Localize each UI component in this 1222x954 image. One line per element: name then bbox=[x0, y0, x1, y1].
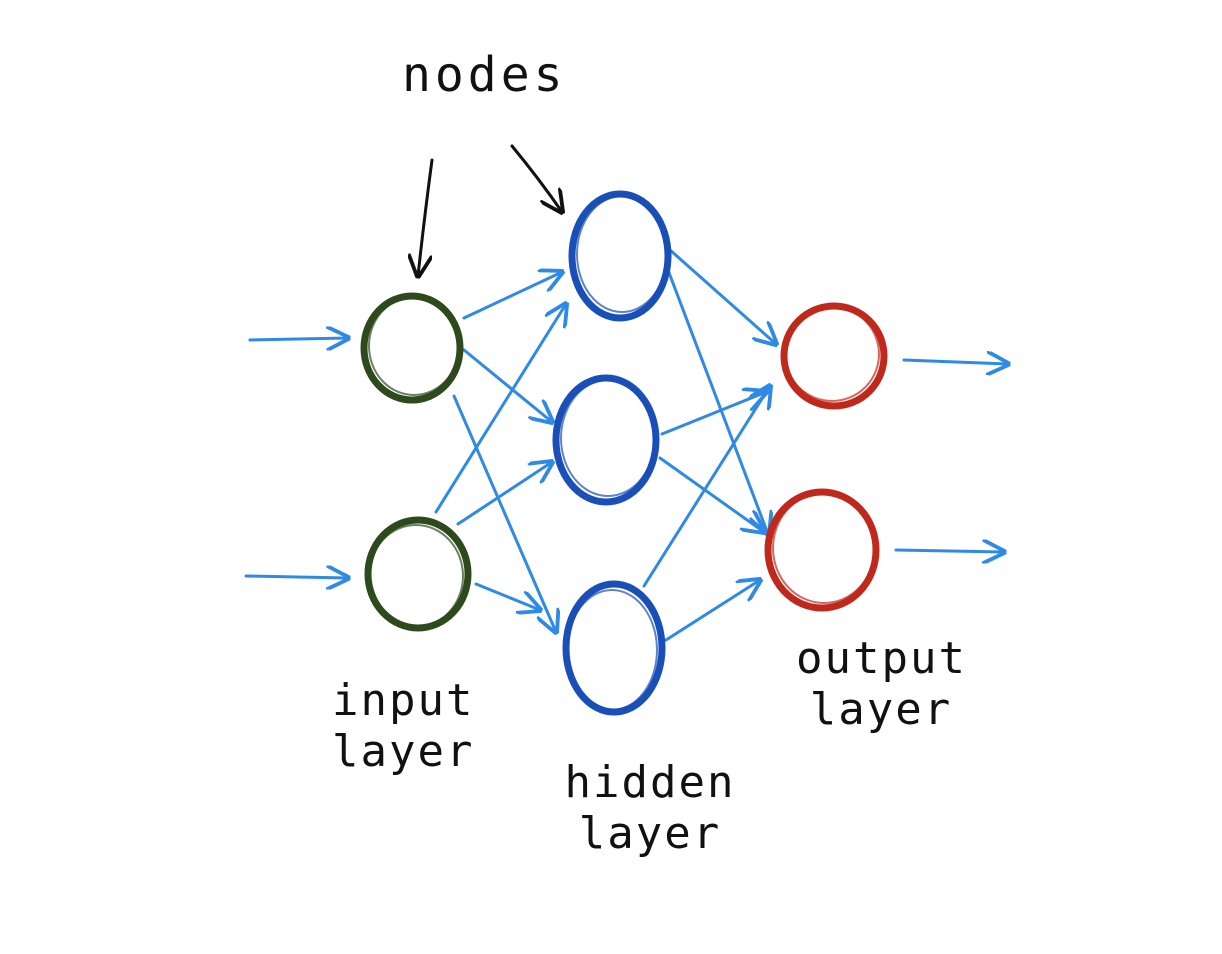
hidden-layer-nodes bbox=[552, 190, 672, 716]
edge-h3-o1 bbox=[642, 386, 770, 588]
output-layer-label-line2: layer bbox=[809, 683, 953, 735]
edge-h1-o1 bbox=[668, 248, 776, 344]
output-layer-label-line1: output bbox=[796, 633, 967, 684]
output-arrow-2 bbox=[894, 550, 1004, 552]
pointer-to-input-node bbox=[418, 158, 434, 276]
edge-h3-o2 bbox=[664, 580, 760, 642]
hidden-layer-label: hidden layer bbox=[560, 757, 740, 859]
edge-i1-h1 bbox=[462, 272, 562, 320]
output-layer-nodes bbox=[764, 302, 888, 612]
edge-i2-h1 bbox=[434, 304, 566, 514]
nodes-annotation: nodes bbox=[402, 47, 567, 103]
input-layer-label: input layer bbox=[332, 675, 475, 777]
edge-h2-o1 bbox=[660, 392, 766, 436]
hidden-layer-label-line1: hidden bbox=[564, 757, 736, 808]
nodes-pointer-arrows bbox=[418, 144, 562, 276]
output-node-1 bbox=[780, 302, 888, 410]
hidden-node-2 bbox=[552, 374, 660, 506]
input-layer-label-line2: layer bbox=[332, 725, 475, 777]
input-arrow-1 bbox=[248, 338, 348, 340]
hidden-node-3 bbox=[562, 580, 666, 716]
output-node-2-sketch bbox=[772, 492, 876, 604]
output-node-2 bbox=[764, 488, 880, 612]
input-arrow-2 bbox=[244, 576, 348, 578]
edge-h1-o2 bbox=[666, 268, 768, 534]
output-arrows bbox=[894, 360, 1008, 552]
output-layer-label: output layer bbox=[796, 633, 967, 735]
edge-h2-o2 bbox=[658, 456, 764, 532]
input-hidden-connections bbox=[434, 272, 566, 632]
pointer-to-hidden-node bbox=[510, 144, 562, 212]
edge-i2-h3 bbox=[474, 582, 540, 610]
output-node-1-sketch bbox=[784, 306, 880, 402]
hidden-output-connections bbox=[642, 248, 776, 642]
edge-i1-h2 bbox=[462, 348, 552, 422]
input-node-2 bbox=[364, 516, 472, 632]
edge-i2-h2 bbox=[456, 462, 552, 526]
input-node-1 bbox=[360, 292, 464, 404]
input-arrows bbox=[244, 338, 348, 578]
hidden-node-1-sketch bbox=[576, 195, 668, 313]
hidden-node-2-sketch bbox=[560, 379, 656, 497]
input-layer-nodes bbox=[360, 292, 472, 632]
input-node-1-sketch bbox=[368, 296, 460, 396]
hidden-node-1 bbox=[568, 190, 672, 322]
hidden-layer-label-line2: layer bbox=[578, 807, 722, 859]
output-arrow-1 bbox=[902, 360, 1008, 364]
hidden-node-3-sketch bbox=[566, 589, 658, 711]
input-node-2-sketch bbox=[368, 524, 464, 628]
input-layer-label-line1: input bbox=[332, 675, 475, 726]
